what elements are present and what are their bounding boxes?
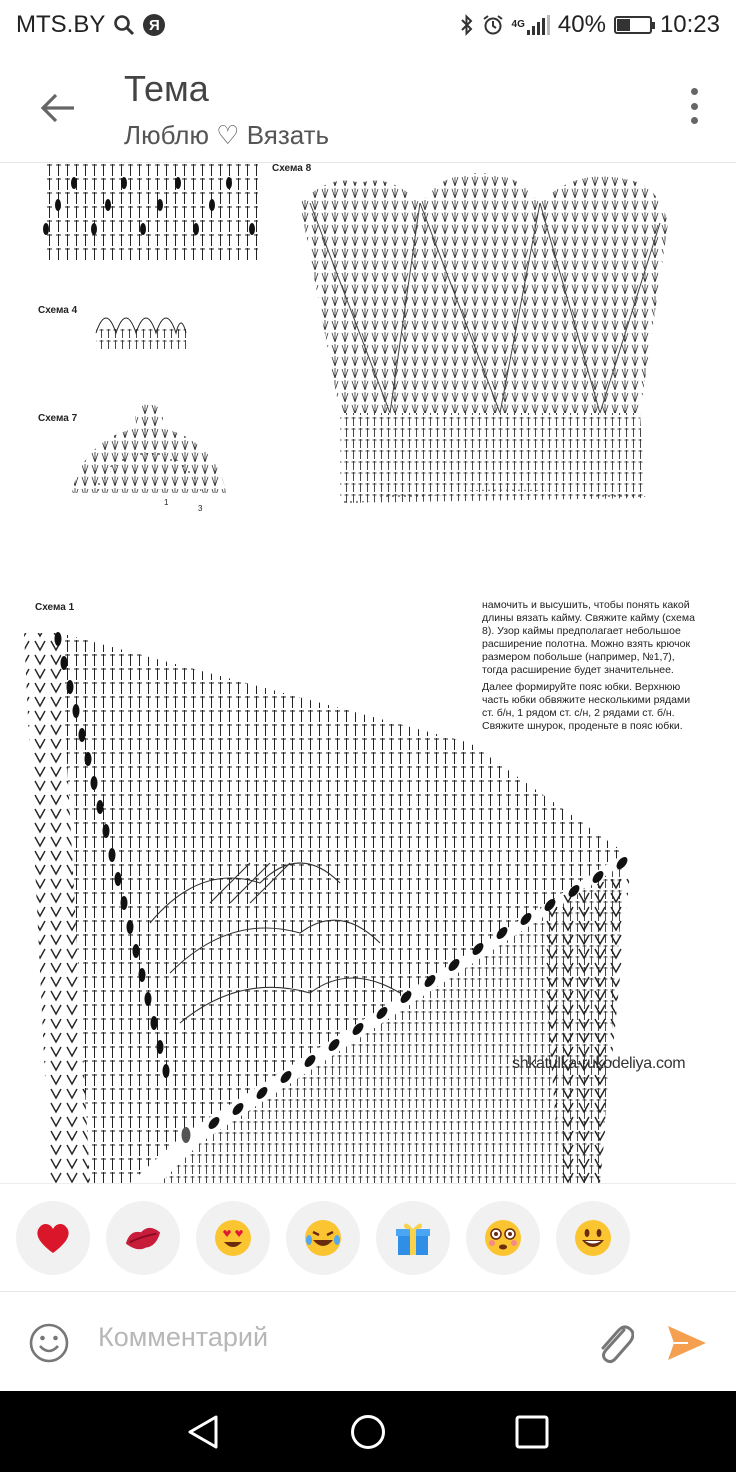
battery-icon bbox=[613, 16, 655, 34]
oval-stitches bbox=[43, 177, 255, 235]
send-icon[interactable] bbox=[666, 1324, 708, 1362]
reaction-bar bbox=[0, 1183, 736, 1292]
nav-recents-icon[interactable] bbox=[514, 1414, 550, 1450]
scheme-7-label: Схема 7 bbox=[38, 413, 78, 424]
scheme-8-diagram bbox=[300, 173, 668, 505]
comment-input[interactable]: Комментарий bbox=[98, 1322, 269, 1352]
system-nav-bar bbox=[0, 1391, 736, 1472]
surprised-icon[interactable] bbox=[466, 1201, 540, 1275]
gift-icon[interactable] bbox=[376, 1201, 450, 1275]
carrier-name: MTS.BY bbox=[16, 11, 106, 38]
nav-back-icon[interactable] bbox=[184, 1414, 222, 1450]
battery-percent: 40% bbox=[557, 11, 606, 38]
scheme-8-label: Схема 8 bbox=[272, 163, 312, 174]
scheme-1-diagram bbox=[24, 632, 630, 1183]
smile-icon[interactable] bbox=[556, 1201, 630, 1275]
bluetooth-icon bbox=[460, 14, 472, 36]
comment-bar: Комментарий bbox=[0, 1291, 736, 1392]
back-arrow-icon[interactable] bbox=[36, 86, 80, 130]
scheme-1-label: Схема 1 bbox=[35, 602, 75, 613]
group-name[interactable]: Люблю ♡ Вязать bbox=[124, 120, 330, 150]
post-image: Схема 4 Схема 7 1 3 Схема 8 Схема 1 bbox=[0, 163, 736, 1183]
nav-home-icon[interactable] bbox=[349, 1413, 387, 1451]
scheme-4-diagram bbox=[95, 317, 187, 351]
watermark: shkatulka-rukodeliya.com bbox=[512, 1055, 686, 1072]
crochet-diagram: Схема 4 Схема 7 1 3 Схема 8 Схема 1 bbox=[24, 163, 668, 1183]
search-icon bbox=[114, 15, 135, 36]
kiss-icon[interactable] bbox=[106, 1201, 180, 1275]
more-menu-icon[interactable] bbox=[688, 88, 700, 124]
laughing-icon[interactable] bbox=[286, 1201, 360, 1275]
article-paragraph: Далее формируйте пояс юбки. Верхнюю част… bbox=[482, 681, 691, 732]
status-bar: MTS.BY Я 4G 40% 10:23 bbox=[0, 0, 736, 50]
alarm-icon bbox=[482, 15, 503, 35]
heart-eyes-icon[interactable] bbox=[196, 1201, 270, 1275]
yandex-icon: Я bbox=[143, 14, 166, 36]
emoji-picker-icon[interactable] bbox=[28, 1322, 70, 1364]
signal-icon bbox=[526, 15, 550, 35]
article-paragraph: намочить и высушить, чтобы понять какой … bbox=[482, 599, 695, 676]
app-bar: Тема Люблю ♡ Вязать bbox=[0, 50, 736, 163]
scheme-4-label: Схема 4 bbox=[38, 305, 78, 316]
network-type: 4G bbox=[511, 19, 525, 30]
svg-text:3: 3 bbox=[198, 504, 203, 513]
heart-icon[interactable] bbox=[16, 1201, 90, 1275]
article-text: намочить и высушить, чтобы понять какой … bbox=[482, 599, 696, 737]
scheme-grid-top bbox=[44, 163, 258, 261]
svg-text:1: 1 bbox=[164, 498, 169, 507]
attach-icon[interactable] bbox=[594, 1320, 634, 1366]
clock: 10:23 bbox=[659, 11, 720, 38]
scheme-7-diagram: 1 3 bbox=[72, 404, 226, 513]
page-title: Тема bbox=[124, 68, 209, 109]
